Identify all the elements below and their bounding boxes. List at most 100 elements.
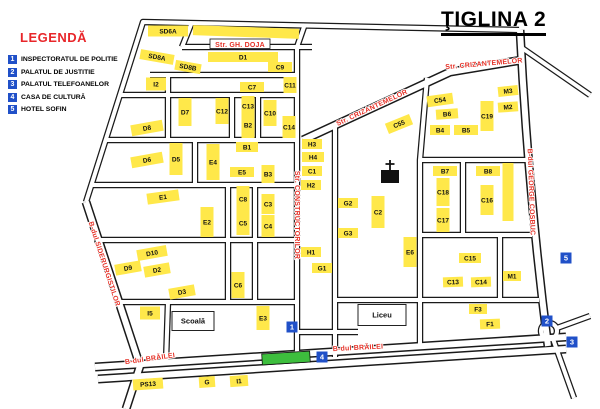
building-label: SD8B	[179, 63, 198, 73]
building: C18	[436, 178, 450, 206]
legend-label: CASA DE CULTURĂ	[21, 93, 86, 101]
building-label: G3	[344, 230, 353, 237]
building-label: SD8A	[148, 53, 167, 63]
building: B5	[454, 125, 478, 135]
building-label: C13	[242, 103, 254, 110]
building-label: H3	[308, 141, 317, 148]
building: F1	[479, 318, 501, 330]
building-label: M1	[507, 273, 516, 280]
building: G3	[338, 228, 358, 238]
legend-label: PALATUL DE JUSTITIE	[21, 68, 95, 76]
building-label: SD6A	[159, 28, 177, 35]
building-label: M3	[503, 88, 513, 96]
legend-marker: 3	[8, 80, 17, 89]
building-label: B6	[443, 111, 452, 119]
building: C1	[302, 166, 322, 176]
building-label: I5	[147, 310, 153, 317]
building: PS13	[132, 377, 164, 391]
building-label: B4	[436, 127, 445, 134]
building-label: C18	[437, 189, 449, 196]
building-label: B1	[243, 144, 252, 151]
building: E3	[256, 306, 270, 330]
building-label: D7	[181, 109, 190, 116]
building-label: C14	[283, 124, 295, 131]
building-label: C15	[464, 255, 476, 262]
building	[502, 163, 514, 221]
building: D8	[130, 119, 164, 137]
building: D7	[178, 98, 192, 126]
building: M2	[497, 101, 519, 113]
legend-marker: 2	[8, 67, 17, 77]
map-markers-layer: 1 2 3 4 5	[286, 252, 578, 363]
building-label: G2	[344, 200, 353, 207]
legend-marker: 5	[8, 105, 17, 114]
building-label: C1	[308, 168, 317, 175]
building: C6	[231, 272, 245, 298]
building-label: C19	[481, 113, 493, 120]
building: C12	[215, 98, 229, 124]
building-label: C14	[475, 279, 488, 286]
building-label: B2	[244, 122, 253, 129]
building-label: D2	[152, 267, 162, 275]
street-name-label: Str. GH. DOJA	[209, 38, 271, 50]
place-label: Liceu	[372, 311, 392, 320]
building-label: E3	[259, 315, 267, 322]
map-marker: 5	[560, 252, 572, 264]
map-marker-number: 4	[320, 353, 325, 362]
building: C8	[236, 186, 250, 212]
map-marker-number: 3	[570, 338, 574, 347]
building-label: D1	[239, 54, 248, 61]
legend-item: 4 CASA DE CULTURĂ	[8, 92, 140, 102]
building-label: E2	[203, 219, 211, 226]
building: C7	[240, 82, 264, 92]
building: B8	[476, 166, 500, 176]
legend-marker: 4	[8, 92, 17, 102]
building-label: M2	[503, 104, 513, 112]
building: C2	[371, 196, 385, 228]
building: D3	[168, 284, 196, 300]
building-label: C5	[239, 220, 248, 227]
building: H1	[301, 247, 321, 257]
building: I2	[146, 77, 166, 91]
building-label: C2	[374, 209, 383, 216]
map-marker: 2	[541, 315, 553, 327]
building-label: C7	[248, 84, 257, 91]
svg-text:B-dul GEORGE COSBUC: B-dul GEORGE COSBUC	[526, 149, 536, 236]
building: C10	[263, 100, 277, 126]
building-label: C11	[284, 82, 296, 89]
building-label: C3	[264, 201, 273, 208]
church-icon	[381, 160, 399, 183]
building: C13	[442, 276, 464, 288]
building-label: C54	[434, 96, 447, 105]
building: G1	[312, 263, 332, 273]
building-label: C13	[447, 279, 460, 286]
building: G	[198, 375, 216, 389]
legend-item: 2 PALATUL DE JUSTITIE	[8, 67, 140, 77]
building-label: C17	[437, 217, 449, 224]
building-label: G	[204, 379, 210, 386]
building-label: D6	[142, 157, 152, 165]
map-marker: 1	[286, 321, 298, 333]
building-label: F3	[474, 306, 482, 313]
building: C4	[261, 215, 275, 237]
building-label: E4	[209, 159, 217, 166]
building-label: PS13	[140, 381, 157, 389]
building-label: C9	[276, 64, 285, 71]
building-label: C12	[216, 108, 228, 115]
building: C14	[470, 276, 492, 288]
building-label: E6	[406, 249, 414, 256]
building: D10	[136, 244, 168, 262]
building: B3	[261, 165, 275, 183]
page-title: ŢIGLINA 2	[441, 8, 547, 36]
building: G2	[338, 198, 358, 208]
building: D6	[130, 151, 164, 169]
building: D1	[208, 52, 278, 62]
building-label: C55	[392, 119, 406, 130]
building-label: D10	[146, 249, 159, 258]
legend-label: PALATUL TELEFOANELOR	[21, 81, 109, 88]
building-label: H4	[309, 154, 318, 161]
